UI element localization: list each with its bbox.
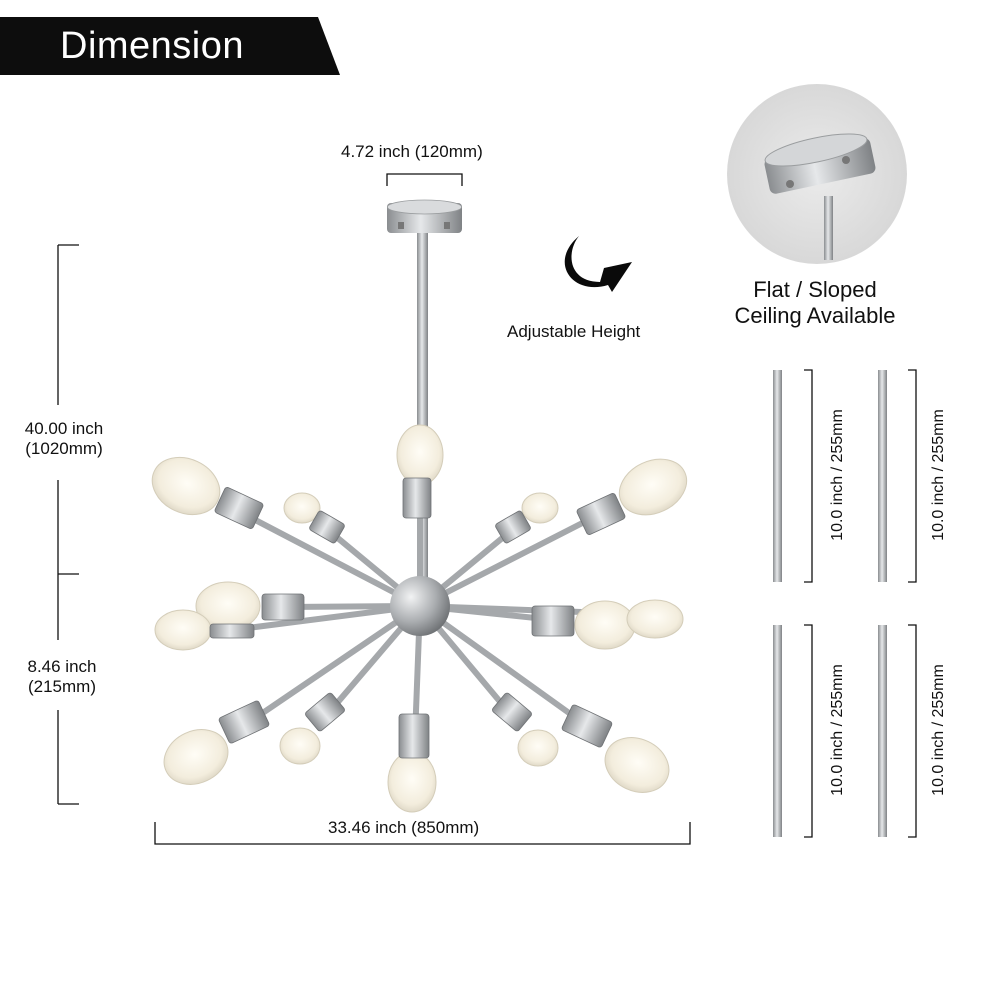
bulbs (151, 424, 688, 813)
body-height-value: 8.46 inch (27, 657, 97, 676)
rod-length-label-3: 10.0 inch / 255mm (829, 664, 846, 796)
rod-length-label-4: 10.0 inch / 255mm (930, 664, 947, 796)
ceiling-label-line2: Ceiling Available (734, 303, 896, 328)
rod-length-label-2: 10.0 inch / 255mm (930, 409, 947, 541)
extension-rod-1 (773, 370, 782, 582)
total-height-label: 40.00 inch (1020mm) (10, 419, 118, 459)
canopy-width-bracket (386, 173, 463, 186)
total-height-value: 40.00 inch (24, 419, 104, 438)
body-height-bracket (57, 574, 79, 805)
rod-brackets (804, 369, 917, 838)
down-rod (417, 233, 428, 578)
ceiling-label-line1: Flat / Sloped (753, 277, 877, 302)
rod-length-label-1: 10.0 inch / 255mm (829, 409, 846, 541)
ceiling-canopy (387, 199, 462, 233)
extension-rods (773, 370, 887, 837)
center-hub (390, 576, 450, 636)
canopy-width-label: 4.72 inch (120mm) (341, 142, 483, 161)
total-width-bracket (154, 822, 691, 845)
body-height-metric: (215mm) (27, 677, 96, 696)
body-height-label: 8.46 inch (215mm) (8, 657, 116, 697)
extension-rod-3 (773, 625, 782, 837)
adjustable-height-label: Adjustable Height (507, 322, 641, 341)
total-width-label: 33.46 inch (850mm) (328, 818, 480, 837)
total-height-metric: (1020mm) (25, 439, 103, 458)
extension-rod-4 (878, 625, 887, 837)
bulb-sockets (209, 477, 626, 759)
banner-title: Dimension (60, 25, 245, 67)
curved-arrow-icon (564, 236, 632, 292)
ceiling-zoom-view (727, 84, 907, 264)
total-height-bracket (57, 244, 79, 575)
banner-shape (0, 17, 340, 75)
dimension-banner: Dimension (0, 17, 340, 75)
ceiling-label: Flat / Sloped Ceiling Available (705, 277, 925, 329)
extension-rod-2 (878, 370, 887, 582)
